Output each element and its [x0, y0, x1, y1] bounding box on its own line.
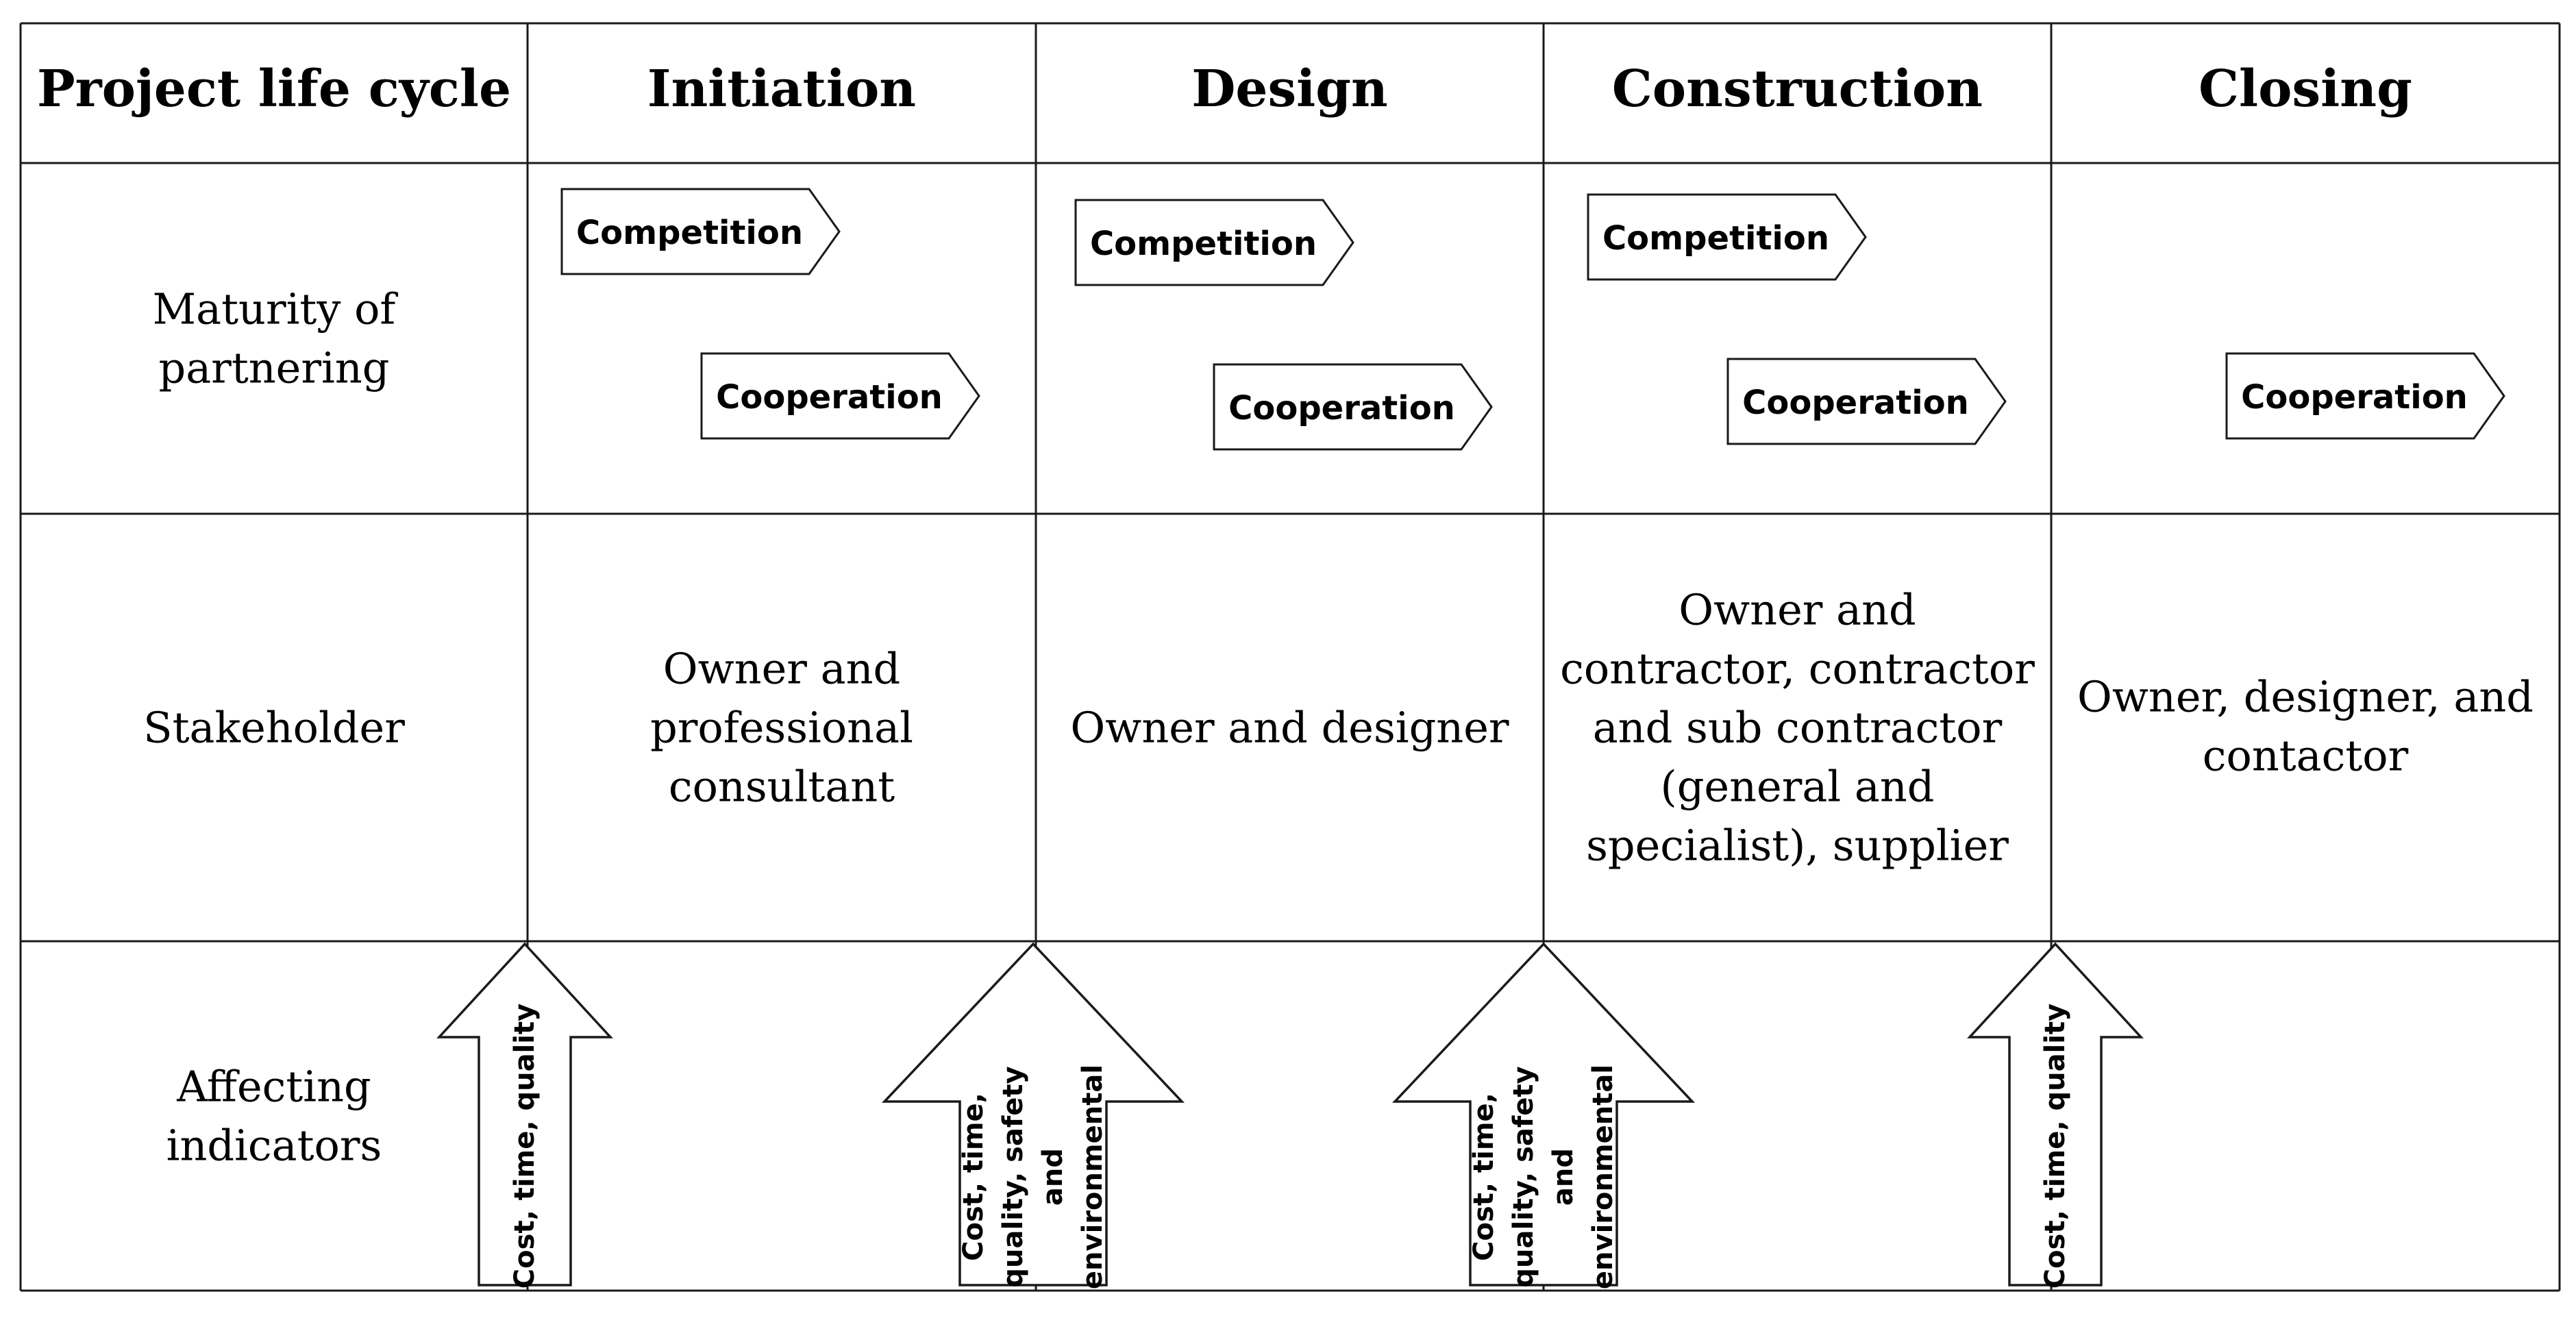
- header-row: Project life cycle Initiation Design Constr…: [37, 60, 2412, 119]
- indicator-arrow-label: Cost, time, quality: [2040, 1004, 2071, 1289]
- stakeholder-cell-construction: (general and: [1661, 762, 1935, 812]
- indicator-arrow-label: environmental: [1077, 1065, 1109, 1289]
- tag-label: Competition: [1602, 219, 1829, 258]
- tag-cooperation: Cooperation: [1213, 363, 1493, 451]
- stakeholder-cell-initiation: Owner and: [663, 644, 900, 694]
- phase-header-construction: Construction: [1612, 60, 1983, 119]
- indicator-arrow: Cost, time, quality: [436, 942, 613, 1289]
- indicator-arrow-label: Cost, time, quality: [509, 1004, 541, 1289]
- indicator-arrow-label: quality, safety: [998, 1066, 1029, 1287]
- table-grid: [19, 22, 2561, 1292]
- indicator-arrow-label: Cost, time,: [1468, 1093, 1500, 1261]
- tag-label: Competition: [1090, 225, 1317, 263]
- row-label-stakeholder: Stakeholder: [143, 703, 405, 753]
- pentagon-arrow-shape: [2225, 352, 2505, 440]
- pentagon-arrow-shape: [1213, 363, 1493, 451]
- stakeholder-cell-construction: and sub contractor: [1593, 703, 2003, 753]
- pentagon-arrow-shape: [1587, 193, 1867, 281]
- tag-label: Cooperation: [716, 378, 943, 416]
- indicator-arrow-label: and: [1548, 1148, 1579, 1206]
- stakeholder-cell-construction: Owner and: [1679, 585, 1916, 635]
- phase-header-design: Design: [1191, 60, 1388, 119]
- indicator-arrow: Cost, time, quality, safety and environment…: [1391, 942, 1696, 1289]
- row-label-affecting-indicators: Affecting: [176, 1062, 371, 1112]
- tag-competition: Competition: [1074, 199, 1354, 286]
- indicator-arrow-label: and: [1037, 1148, 1069, 1206]
- tag-cooperation: Cooperation: [1726, 358, 2007, 445]
- tag-label: Competition: [576, 214, 803, 252]
- phase-header-closing: Closing: [2199, 60, 2412, 119]
- row-label-affecting-indicators: indicators: [166, 1121, 382, 1171]
- tag-label: Cooperation: [2241, 378, 2468, 416]
- stakeholder-cell-initiation: consultant: [669, 762, 895, 812]
- tag-cooperation: Cooperation: [700, 352, 980, 440]
- stakeholder-cell-initiation: professional: [650, 703, 913, 753]
- stakeholder-row: Stakeholder Owner and professional consulta…: [143, 585, 2534, 871]
- row-label-maturity: Maturity of: [153, 284, 399, 334]
- tag-cooperation: Cooperation: [2225, 352, 2505, 440]
- stakeholder-cell-closing: Owner, designer, and: [2077, 672, 2534, 722]
- pentagon-arrow-shape: [1726, 358, 2007, 445]
- indicator-arrow-label: quality, safety: [1508, 1066, 1539, 1287]
- header-row-title: Project life cycle: [37, 60, 511, 119]
- tag-competition: Competition: [560, 188, 841, 275]
- up-arrow-icon: [436, 942, 613, 1286]
- tag-competition: Competition: [1587, 193, 1867, 281]
- pentagon-arrow-shape: [700, 352, 980, 440]
- affecting-indicators-row: Affecting indicators Cost, time, quality Co…: [166, 942, 2144, 1289]
- stakeholder-cell-construction: contractor, contractor: [1560, 644, 2035, 694]
- indicator-arrow-label: environmental: [1587, 1065, 1619, 1289]
- row-label-maturity: partnering: [159, 343, 390, 393]
- stakeholder-cell-closing: contactor: [2203, 731, 2409, 781]
- pentagon-arrow-shape: [1074, 199, 1354, 286]
- up-arrow-icon: [1967, 942, 2144, 1286]
- pentagon-arrow-shape: [560, 188, 841, 275]
- tag-label: Cooperation: [1228, 389, 1455, 427]
- up-arrow-icon: [881, 942, 1185, 1286]
- maturity-of-partnering-row: Maturity of partnering CompetitionCooperat…: [153, 188, 2505, 451]
- indicator-arrow: Cost, time, quality: [1967, 942, 2144, 1289]
- indicator-arrow-label: Cost, time,: [958, 1093, 989, 1261]
- up-arrow-icon: [1391, 942, 1696, 1286]
- stakeholder-cell-design: Owner and designer: [1070, 703, 1509, 753]
- tag-label: Cooperation: [1742, 384, 1969, 422]
- phase-header-initiation: Initiation: [647, 60, 916, 119]
- stakeholder-cell-construction: specialist), supplier: [1586, 821, 2009, 871]
